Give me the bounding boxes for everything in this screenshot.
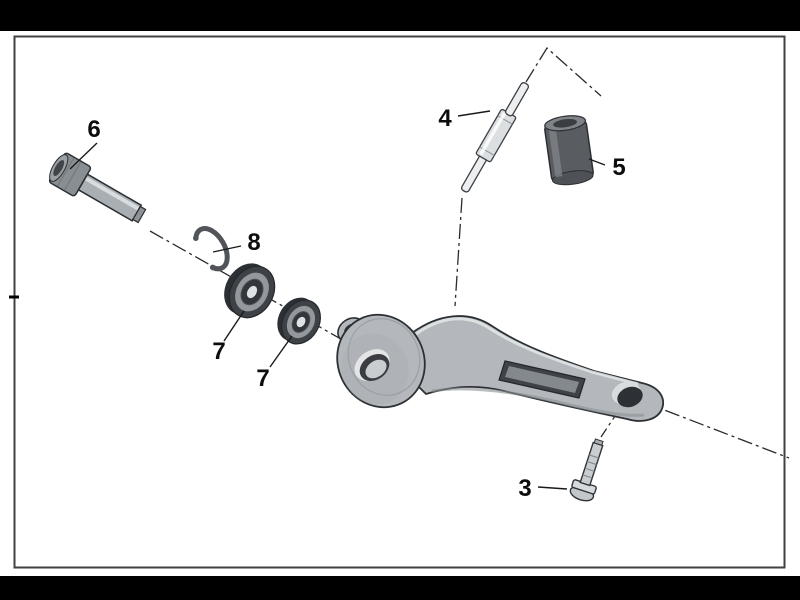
bearing-part-7b [277, 297, 321, 345]
axis-right-hole [640, 400, 790, 459]
callout-5: 5 [612, 154, 626, 181]
lever-bottom-shade [431, 387, 645, 417]
drawing-frame [13, 35, 786, 569]
leader-lines [69, 110, 606, 490]
bearing-part-7a [224, 263, 276, 319]
callout-3: 3 [518, 475, 532, 502]
circlip-part-8 [193, 226, 230, 272]
leader-8 [212, 245, 242, 253]
axis-pin-to-lever [454, 197, 463, 307]
pin-part-4 [460, 82, 530, 193]
callout-6: 6 [87, 116, 101, 143]
right-hole [617, 386, 643, 408]
leader-7a [223, 310, 245, 342]
center-lines [149, 47, 790, 459]
socket-bolt-part-6 [48, 152, 147, 224]
lever-arm [336, 313, 664, 422]
callout-7a: 7 [212, 338, 226, 365]
leader-5 [588, 158, 606, 166]
lever-top-highlight [415, 317, 639, 386]
letterbox-bottom [0, 576, 800, 600]
leader-7b [269, 335, 293, 368]
axis-pin-sleeve [525, 47, 602, 97]
pivot-boss-rim [347, 318, 421, 396]
screw-part-3 [569, 438, 604, 502]
leader-3 [537, 486, 568, 490]
lever-slot-floor [505, 366, 579, 393]
sleeve-part-5 [544, 115, 594, 186]
leader-4 [457, 110, 491, 117]
leader-6 [69, 142, 98, 170]
pivot-bore [365, 359, 387, 379]
axis-bolt-to-pivot [149, 230, 372, 357]
callout-4: 4 [438, 105, 452, 132]
callout-8: 8 [247, 229, 261, 256]
letterbox-top [0, 0, 800, 31]
callout-7b: 7 [256, 365, 270, 392]
